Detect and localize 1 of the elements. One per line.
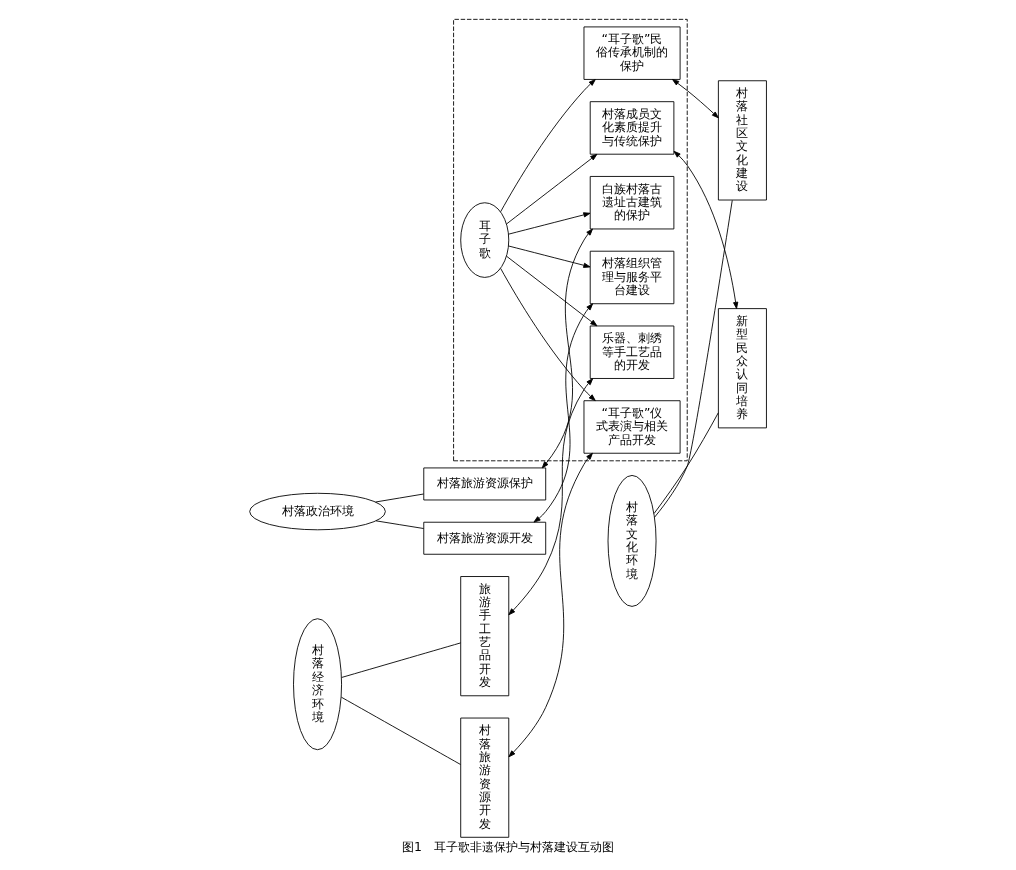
caption: 图1 耳子歌非遗保护与村落建设互动图 <box>402 838 614 854</box>
